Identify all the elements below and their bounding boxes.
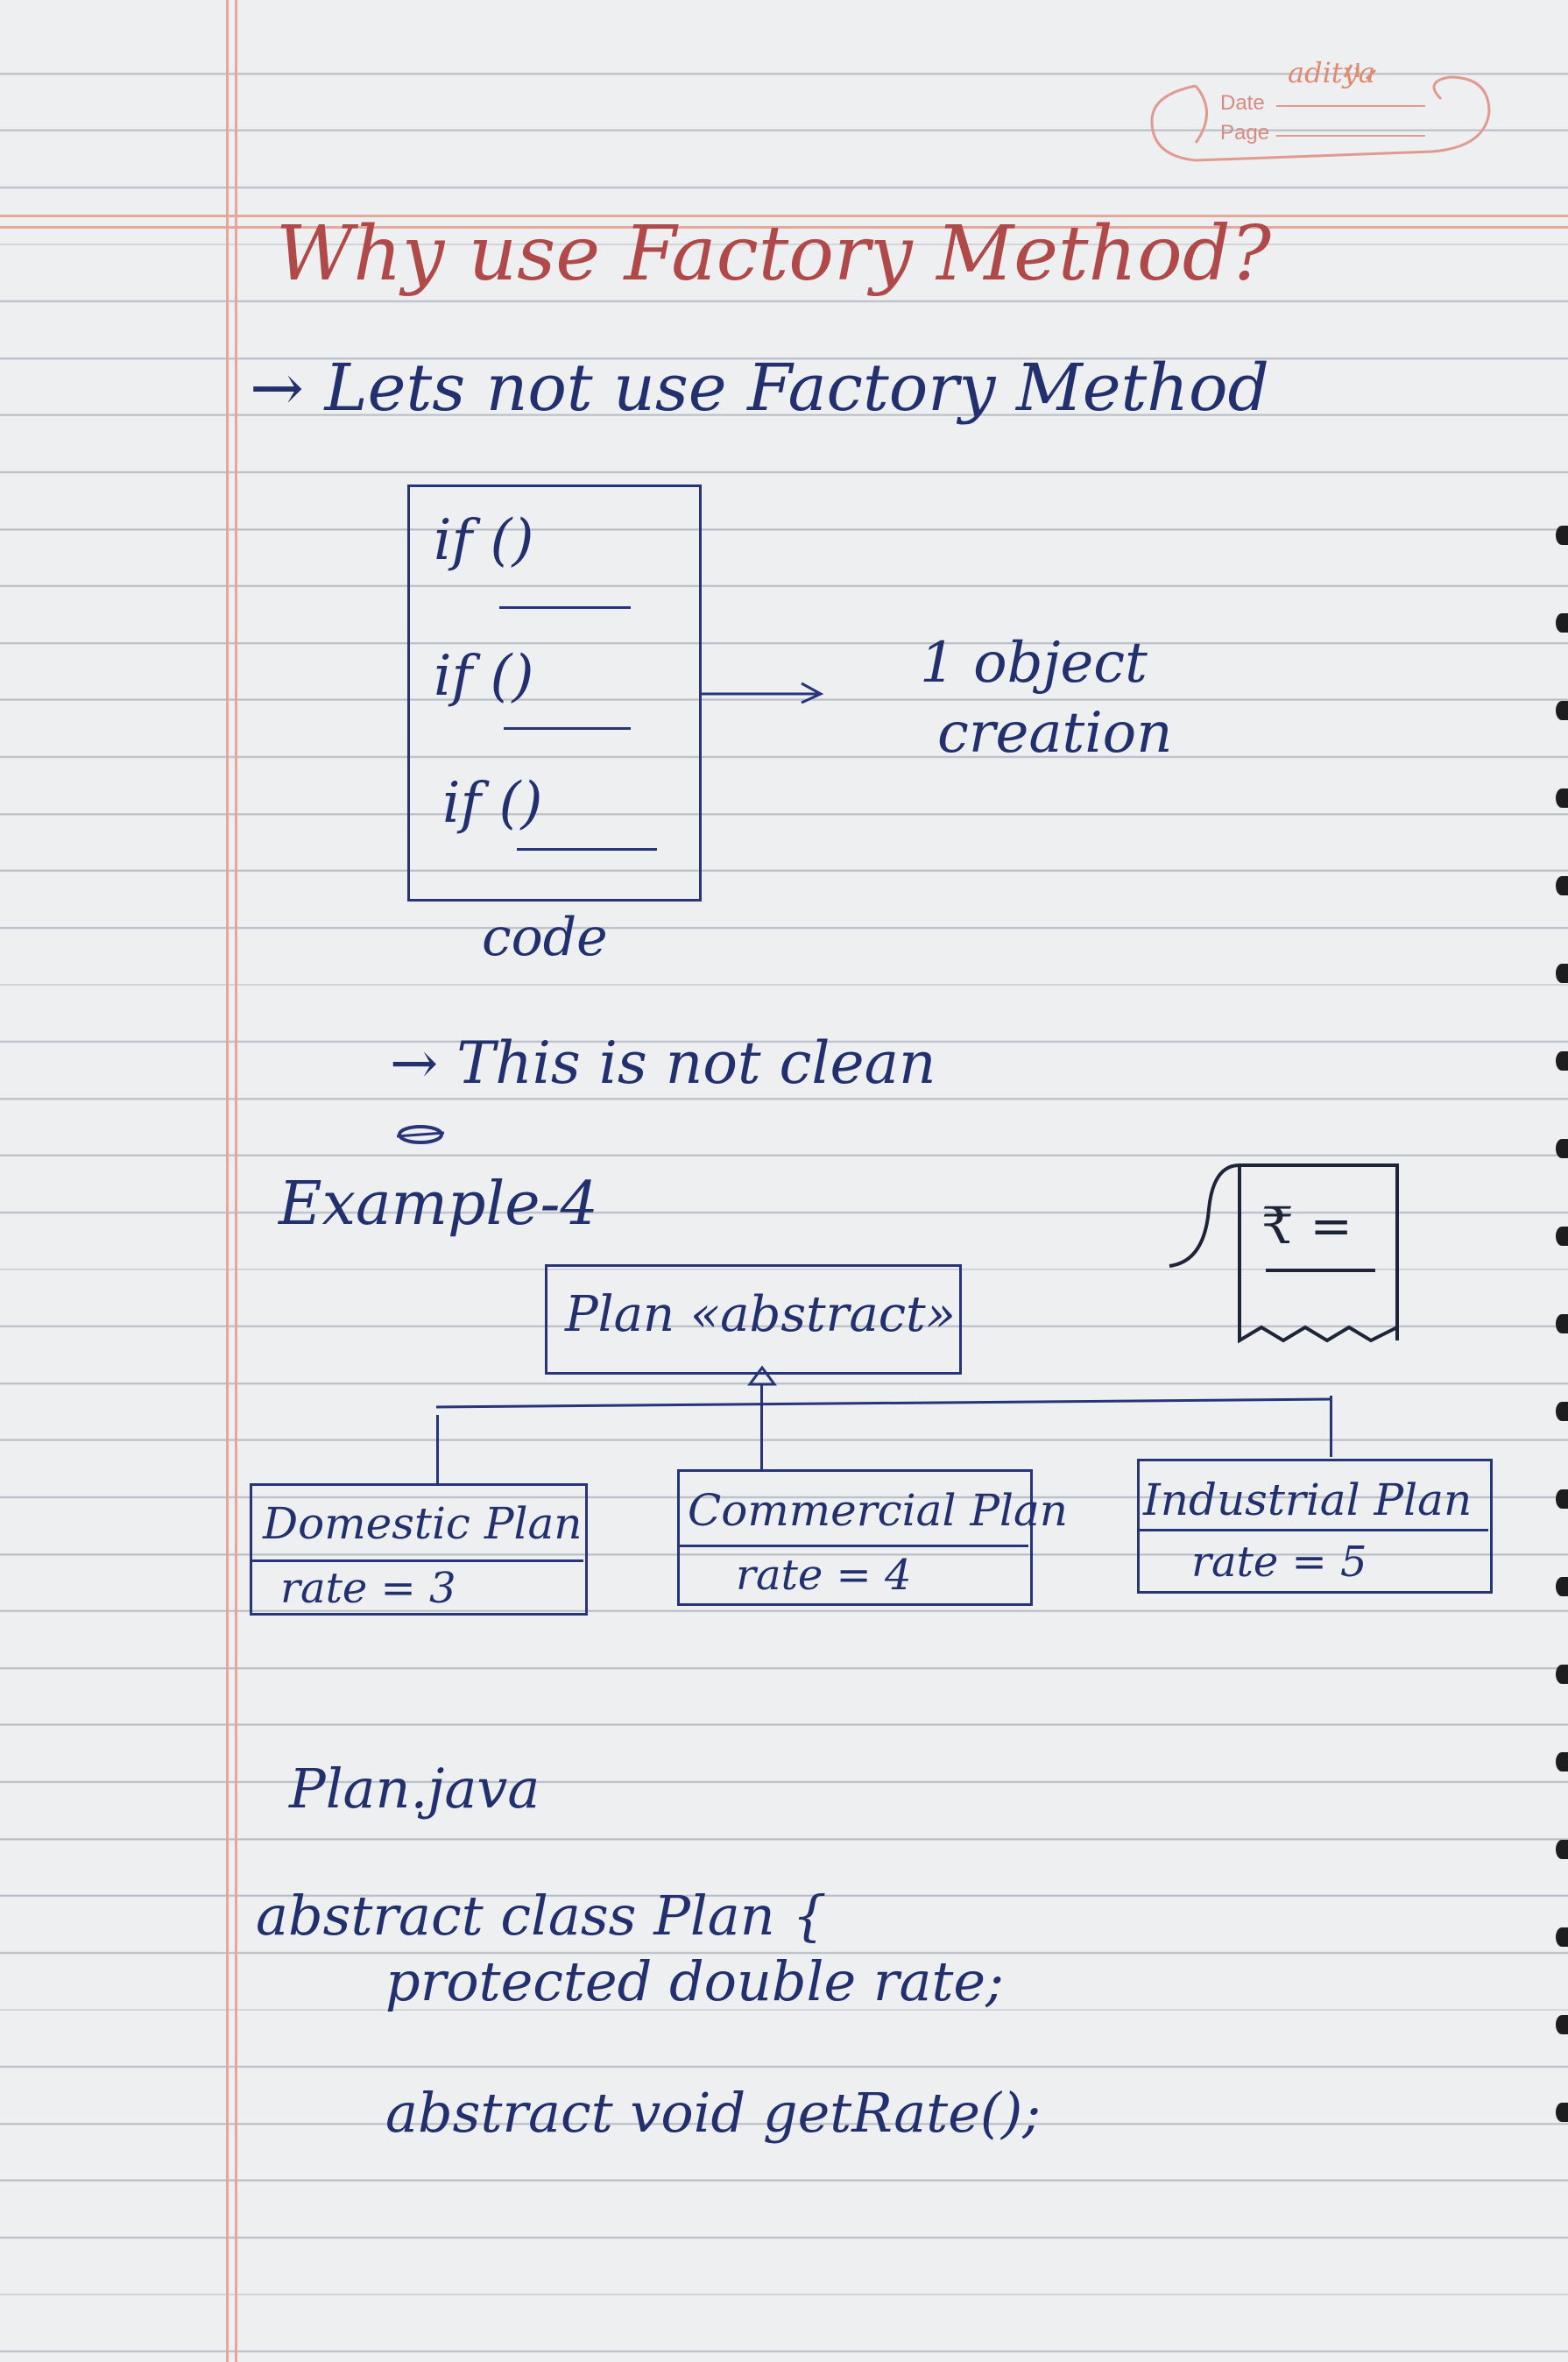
- code-file-line-3: abstract void getRate();: [385, 2081, 1042, 2145]
- page-title: Why use Factory Method?: [276, 210, 1271, 298]
- connector-parent: [760, 1384, 763, 1472]
- plan-abstract-box: [545, 1264, 962, 1375]
- bill-receipt-icon: [1169, 1163, 1399, 1344]
- code-line-3-underline: [517, 848, 657, 851]
- page-label: Page: [1220, 121, 1270, 145]
- code-filename: Plan.java: [289, 1757, 540, 1821]
- not-clean-note: → This is not clean: [390, 1029, 936, 1097]
- left-margin-line: [226, 0, 229, 2362]
- bill-amount-text: ₹ =: [1261, 1196, 1353, 1255]
- code-file-line-1: abstract class Plan {: [256, 1884, 827, 1948]
- domestic-plan-name: Domestic Plan: [263, 1498, 583, 1549]
- connector-horizontal: [436, 1397, 1332, 1409]
- industrial-plan-rate: rate = 5: [1191, 1538, 1367, 1587]
- result-line-1: 1 object: [920, 631, 1148, 696]
- left-margin-line-2: [235, 0, 237, 2362]
- commercial-plan-divider: [680, 1545, 1028, 1547]
- date-label: Date: [1220, 91, 1265, 115]
- top-margin-line-2: [0, 226, 1568, 229]
- commercial-plan-box: [677, 1469, 1033, 1606]
- example-heading: Example-4: [279, 1170, 598, 1239]
- domestic-plan-box: [250, 1483, 588, 1616]
- date-line: [1276, 105, 1425, 107]
- code-line-2-underline: [504, 727, 631, 730]
- code-line-3: if (): [442, 771, 543, 836]
- code-caption: code: [482, 907, 608, 968]
- code-line-2: if (): [434, 644, 534, 709]
- arrow-right-icon: [701, 682, 824, 704]
- code-file-line-2: protected double rate;: [385, 1949, 1004, 2013]
- industrial-plan-name: Industrial Plan: [1143, 1474, 1473, 1525]
- commercial-plan-name: Commercial Plan: [688, 1485, 1069, 1536]
- commercial-plan-rate: rate = 4: [736, 1551, 912, 1600]
- scribble-icon: [396, 1125, 445, 1144]
- intro-arrow-line: → Lets not use Factory Method: [250, 350, 1269, 426]
- page-line: [1276, 135, 1425, 137]
- code-line-1-underline: [499, 606, 631, 609]
- industrial-plan-box: [1137, 1459, 1493, 1594]
- result-line-2: creation: [937, 701, 1173, 766]
- domestic-plan-rate: rate = 3: [280, 1564, 456, 1613]
- code-box: [407, 484, 702, 902]
- date-page-stamp: aditya Date Page: [1143, 56, 1502, 173]
- stamp-frame-icon: [1150, 63, 1491, 162]
- connector-domestic: [436, 1415, 439, 1485]
- industrial-plan-divider: [1140, 1529, 1488, 1531]
- top-margin-line: [0, 215, 1568, 217]
- connector-industrial: [1330, 1396, 1332, 1457]
- brand-logo-text: aditya: [1288, 56, 1375, 89]
- plan-abstract-label: Plan «abstract»: [565, 1286, 956, 1343]
- code-line-1: if (): [434, 508, 534, 573]
- domestic-plan-divider: [252, 1559, 583, 1562]
